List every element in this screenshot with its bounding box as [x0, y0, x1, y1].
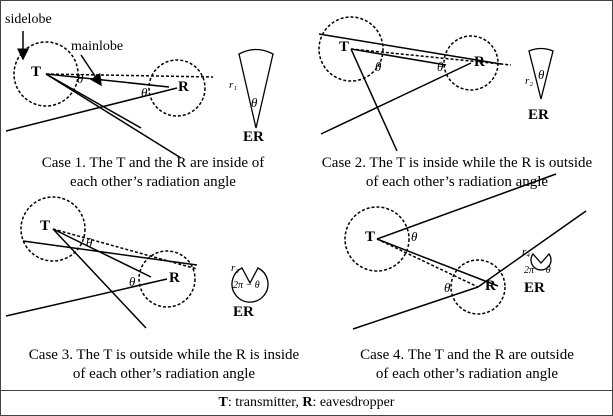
case-3-er-label: ER: [233, 304, 254, 320]
case-3-r3-label: r₃: [231, 262, 240, 274]
case-4-er-shape: [530, 252, 552, 271]
case-1-er-sector: [238, 48, 274, 129]
case-1-beam-a: [5, 87, 178, 132]
case-1-mainlobe-arrow: [80, 54, 102, 87]
case-3-caption-line2: of each other’s radiation angle: [72, 366, 256, 382]
case-4-beam-upper: [376, 173, 557, 240]
case-4-er-angle: 2π − θ: [524, 265, 551, 276]
case-3-caption: Case 3. The T is outside while the R is …: [5, 346, 323, 384]
case-3-theta-t: θ: [86, 235, 93, 250]
case-3-receiver-circle: [138, 250, 196, 308]
legend-divider: [1, 390, 612, 391]
diagram-drawing: [5, 16, 587, 330]
case-3-transmitter-circle: [20, 196, 86, 262]
case-2-beam-b: [350, 48, 447, 66]
case-3-caption-line1: Case 3. The T is outside while the R is …: [28, 347, 300, 363]
case-3-theta-r: θ: [129, 274, 136, 289]
legend-t-desc: : transmitter,: [227, 395, 303, 410]
case-2-beam-upper: [318, 33, 502, 65]
case-3-beam-b: [52, 228, 152, 278]
case-2-er-sector: [528, 47, 554, 100]
case-1-diagram: [5, 31, 274, 159]
case-2-diagram: [318, 16, 554, 152]
case-1-theta-t: θ: [77, 71, 84, 86]
legend-r: R: [302, 395, 313, 410]
legend-r-desc: : eavesdropper: [312, 395, 395, 410]
case-4-caption-line1: Case 4. The T and the R are outside: [360, 347, 574, 363]
case-4-beam-b: [477, 210, 587, 288]
case-3-dashed-link: [52, 228, 198, 270]
case-4-theta-r: θ: [444, 280, 451, 295]
case-3-beam-lower: [5, 278, 168, 317]
case-2-er-label: ER: [528, 107, 549, 123]
case-1-er-label: ER: [243, 129, 264, 145]
case-1-er-theta: θ: [251, 95, 258, 110]
case-1-caption-line1: Case 1. The T and the R are inside of: [41, 155, 265, 171]
case-4-diagram: [344, 173, 587, 330]
case-1-transmitter-label: T: [31, 64, 42, 80]
case-4-receiver-circle: [450, 259, 506, 315]
case-4-er-label: ER: [524, 280, 545, 296]
case-4-dashed-link: [376, 238, 479, 288]
case-1-beam-upper: [45, 73, 170, 88]
case-2-theta-r: θ: [437, 59, 444, 74]
case-2-transmitter-label: T: [339, 39, 350, 55]
case-1-caption: Case 1. The T and the R are inside of ea…: [5, 154, 301, 192]
case-3-diagram: [5, 196, 269, 329]
case-2-caption: Case 2. The T is inside while the R is o…: [305, 154, 609, 192]
legend: T: transmitter, R: eavesdropper: [1, 394, 612, 412]
case-2-receiver-label: R: [474, 54, 485, 70]
legend-t: T: [218, 395, 228, 410]
case-2-transmitter-circle: [318, 16, 384, 82]
case-4-theta-t: θ: [411, 229, 418, 244]
case-3-transmitter-label: T: [40, 218, 51, 234]
case-2-beam-a: [350, 48, 398, 152]
case-1-r1-label: r₁: [229, 79, 238, 91]
case-1-receiver-circle: [148, 59, 206, 117]
case-4-transmitter-label: T: [365, 229, 376, 245]
case-3-receiver-label: R: [169, 270, 180, 286]
case-2-er-theta: θ: [538, 67, 545, 82]
case-2-caption-line1: Case 2. The T is inside while the R is o…: [321, 155, 593, 171]
case-1-dashed-link: [45, 73, 214, 78]
case-2-theta-t: θ: [375, 59, 382, 74]
case-4-caption-line2: of each other’s radiation angle: [375, 366, 559, 382]
case-4-r4-label: r₄: [522, 246, 531, 258]
case-1-beam-b: [45, 73, 182, 159]
case-2-beam-lower: [320, 62, 472, 135]
case-1-caption-line2: each other’s radiation angle: [70, 174, 236, 190]
case-2-dashed-link: [350, 48, 512, 66]
case-2-r2-label: r₂: [525, 75, 534, 87]
case-3-er-shape: [231, 267, 269, 303]
case-4-transmitter-circle: [344, 206, 410, 272]
case-3-beam-upper: [22, 240, 198, 266]
case-1-theta-r: θ: [141, 85, 148, 100]
case-4-beam-lower: [376, 238, 499, 287]
mainlobe-label: mainlobe: [71, 39, 124, 54]
sidelobe-label: sidelobe: [5, 12, 52, 27]
case-4-beam-a: [352, 286, 479, 330]
case-1-receiver-label: R: [178, 79, 189, 95]
case-3-beam-a: [52, 228, 147, 329]
case-3-er-angle: 2π − θ: [233, 280, 260, 291]
case-2-caption-line2: of each other’s radiation angle: [365, 174, 549, 190]
case-4-receiver-label: R: [485, 278, 496, 294]
case-4-caption: Case 4. The T and the R are outside of e…: [325, 346, 609, 384]
